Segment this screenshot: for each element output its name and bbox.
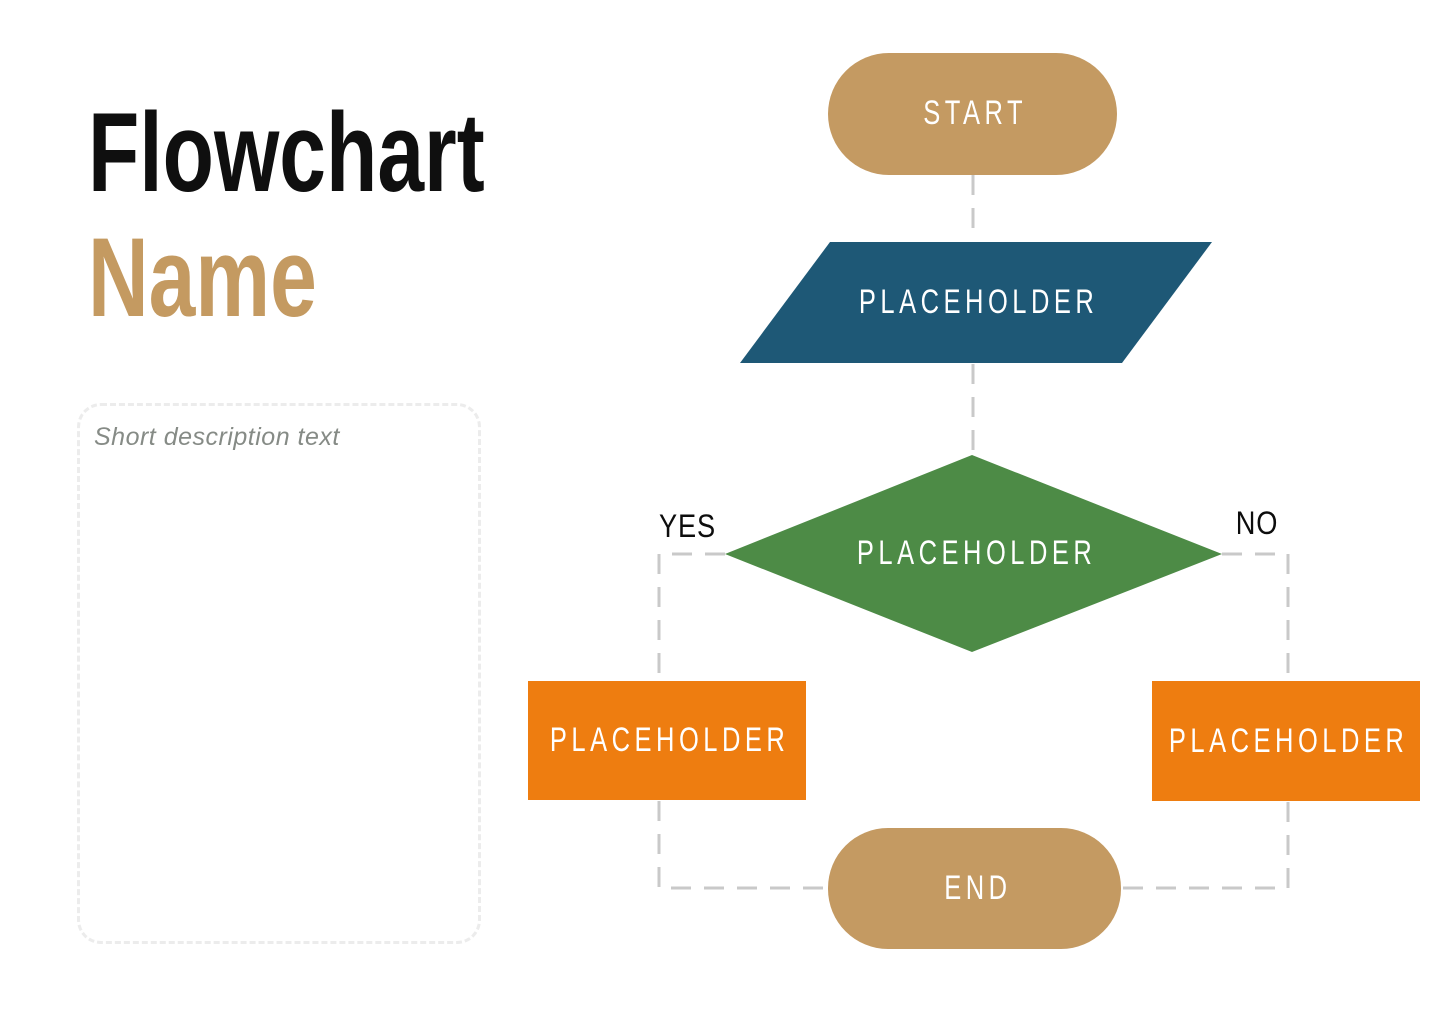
- process-yes-node-shape[interactable]: [528, 681, 806, 800]
- description-box[interactable]: Short description text: [77, 403, 481, 944]
- input-node-shape[interactable]: [740, 242, 1212, 363]
- title-line-flowchart: Flowchart: [88, 90, 485, 215]
- connector-process-yes-to-end: [657, 801, 827, 890]
- connector-decision-yes-to-process: [657, 552, 725, 680]
- title-line-name: Name: [88, 215, 317, 340]
- connector-group: [657, 175, 1290, 890]
- connector-decision-no-to-process: [1222, 552, 1290, 680]
- page-title: Flowchart Name: [88, 90, 485, 340]
- end-node-shape[interactable]: [828, 828, 1121, 949]
- description-placeholder-text: Short description text: [94, 423, 340, 451]
- start-node-shape[interactable]: [828, 53, 1117, 175]
- connector-process-no-to-end: [1122, 802, 1290, 890]
- decision-node-shape[interactable]: [725, 455, 1222, 652]
- process-no-node-shape[interactable]: [1152, 681, 1420, 801]
